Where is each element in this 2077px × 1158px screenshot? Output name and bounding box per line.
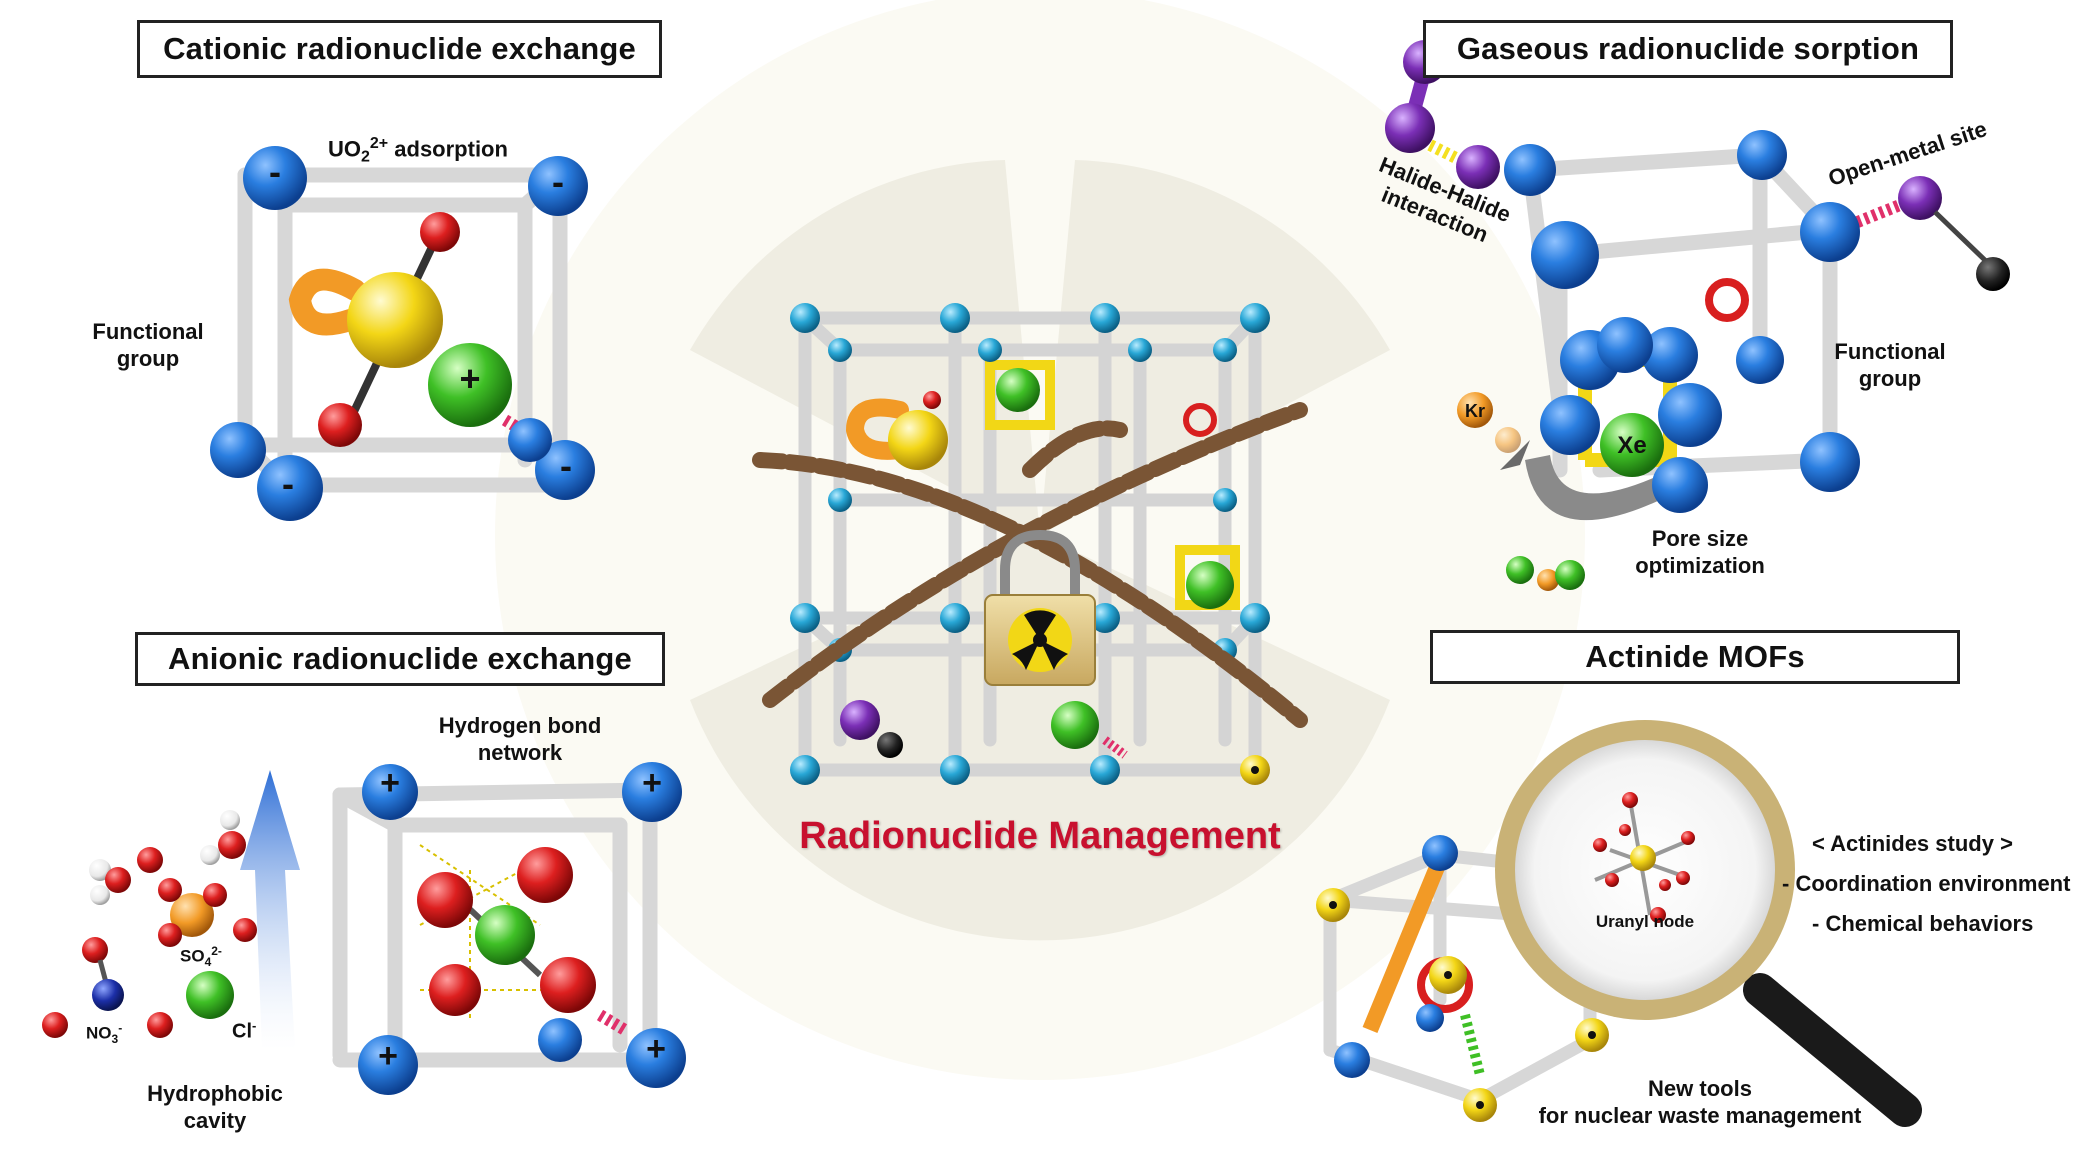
uo2-adsorption-text: adsorption [388,136,508,162]
radiation-badge [1575,1018,1609,1052]
cl-formula: Cl [232,1020,252,1043]
cationic-mof-cube [210,146,595,521]
plus-charge-badge: + [459,358,481,399]
uo2-superscript: 2+ [369,135,389,152]
panel-title-cationic: Cationic radionuclide exchange [137,20,662,78]
radiation-badge [1429,956,1467,994]
panel-title-anionic: Anionic radionuclide exchange [135,632,665,686]
cl-superscript: - [252,1018,257,1033]
so4-superscript: 2- [211,944,222,958]
uo2-formula: UO [328,136,361,162]
actinides-study-item-1: - Coordination environment [1782,871,2071,896]
functional-group-line-1: Functional [1834,339,1946,364]
hbond-line-2: network [477,740,563,765]
functional-group-line-1: Functional [92,319,204,344]
no3-superscript: - [118,1021,123,1035]
plus-charge-badge: + [378,1037,398,1075]
minus-charge-badge: - [552,161,564,202]
radionuclide-management-title: Radionuclide Management [799,815,1281,857]
pore-line-1: Pore size [1651,526,1749,551]
functional-group-line-2: group [1858,366,1922,391]
hydrophobic-line-1: Hydrophobic [147,1081,283,1106]
tools-line-2: for nuclear waste management [1538,1103,1862,1128]
actinide-mof-cube [1316,720,1922,1127]
so4-formula: SO [180,946,205,966]
central-mof-cage [752,303,1308,785]
kr-atom-label: Kr [1464,401,1485,421]
radiation-badge [1463,1088,1497,1122]
hydrophobic-line-2: cavity [183,1108,247,1133]
no3-label: NO3- [86,1015,122,1053]
minus-charge-badge: - [269,151,281,192]
plus-charge-badge: + [642,764,662,802]
panel-title-gaseous: Gaseous radionuclide sorption [1423,20,1953,78]
uo2-subscript: 2 [361,148,370,166]
uranyl-node-label: Uranyl node [1595,912,1695,931]
tools-line-1: New tools [1648,1076,1752,1101]
functional-group-line-2: group [116,346,180,371]
gaseous-mof-cube [1385,40,2010,591]
no3-subscript: 3 [111,1032,119,1047]
panel-title-actinide: Actinide MOFs [1430,630,1960,684]
uo2-adsorption-label: UO22+ adsorption [328,130,508,171]
padlock-icon [984,529,1096,686]
no3-formula: NO [86,1023,112,1043]
xe-atom-label: Xe [1617,432,1647,459]
minus-charge-badge: - [560,445,572,486]
anionic-mof-cube [42,762,686,1095]
actinides-study-item-2: - Chemical behaviors [1812,911,2034,936]
hbond-line-1: Hydrogen bond [438,713,602,738]
plus-charge-badge: + [380,764,400,802]
actinides-study-title: < Actinides study > [1812,831,2013,856]
cl-label: Cl- [232,1012,256,1046]
radiation-badge [1316,888,1350,922]
plus-charge-badge: + [646,1030,666,1068]
so4-subscript: 4 [204,955,212,970]
so4-label: SO42- [180,938,222,976]
minus-charge-badge: - [282,463,294,504]
pore-line-2: optimization [1635,553,1765,578]
